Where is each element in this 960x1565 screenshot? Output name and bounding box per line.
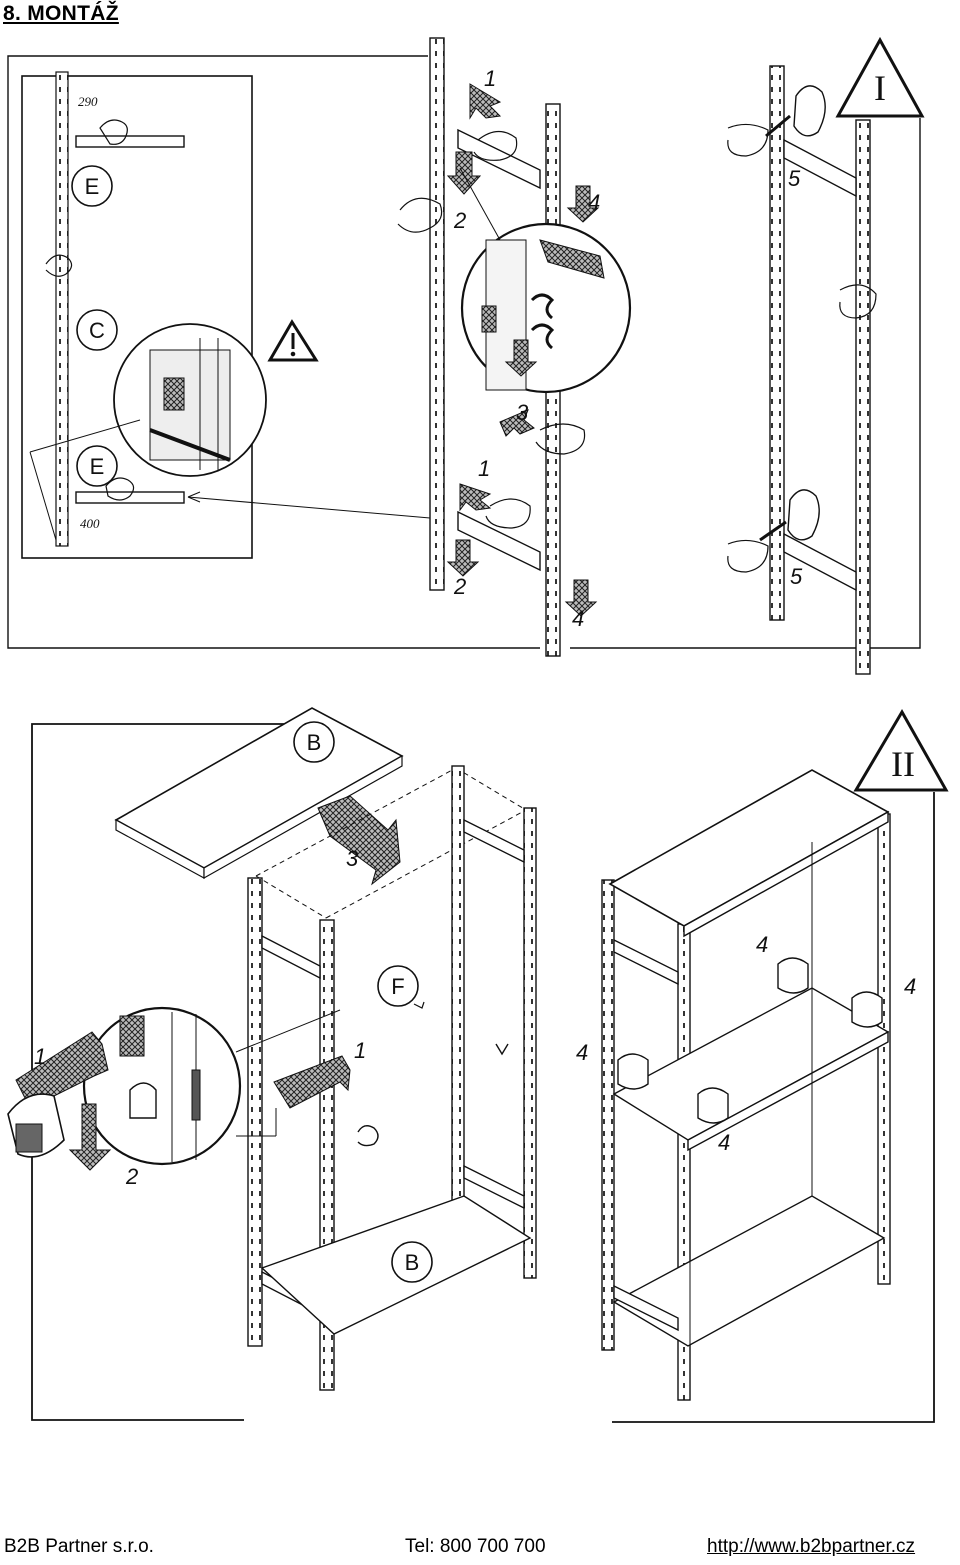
- section-heading: 8. MONTÁŽ: [3, 2, 119, 25]
- step-label: 1: [484, 66, 496, 91]
- figure-I-frame: [7, 55, 540, 649]
- part-label-e: E: [85, 174, 100, 199]
- figure-I: [7, 36, 925, 675]
- step-label: 3: [346, 846, 359, 871]
- part-label-b: B: [307, 730, 322, 755]
- part-label-f: F: [391, 974, 404, 999]
- assembly-illustration: 1 2 4 3 1 2 4 5 5 290 400 E C E I: [7, 36, 949, 1423]
- step-label: 2: [453, 208, 466, 233]
- footer-website-link[interactable]: http://www.b2bpartner.cz: [707, 1536, 916, 1557]
- part-label-e: E: [90, 454, 105, 479]
- step-label: 3: [516, 400, 529, 425]
- step-label: 5: [790, 564, 803, 589]
- dimension-label: 400: [80, 516, 100, 531]
- figure-II-badge: [853, 708, 949, 792]
- step-label: 4: [572, 606, 584, 631]
- step-label: 4: [576, 1040, 588, 1065]
- figure-I-step-labels: 1 2 4 3 1 2 4 5 5: [453, 66, 803, 631]
- shelf-bottom-finished: [612, 1195, 886, 1347]
- step-label: 1: [478, 456, 490, 481]
- step-label: 1: [34, 1044, 46, 1069]
- footer-company: B2B Partner s.r.o.: [4, 1536, 154, 1557]
- part-label-c: C: [89, 318, 105, 343]
- shelf-label-circles: [293, 721, 433, 1283]
- step-label: 4: [588, 190, 600, 215]
- step-label: 4: [718, 1130, 730, 1155]
- step-label: 2: [453, 574, 466, 599]
- part-label-b: B: [405, 1250, 420, 1275]
- detail-panel: [21, 75, 253, 559]
- dimension-label: 290: [78, 94, 98, 109]
- figure-I-badge: [835, 36, 925, 118]
- step-label: 1: [354, 1038, 366, 1063]
- figure-I-detail-labels: 290 400: [78, 94, 100, 531]
- shelf-top-finished: [608, 769, 890, 927]
- figure-II-badge-label: II: [891, 744, 915, 784]
- step-label: 5: [788, 166, 801, 191]
- step-label: 4: [904, 974, 916, 999]
- figure-II-step-labels: 3 1 1 2 4 4 4 4: [34, 846, 916, 1189]
- footer-phone: Tel: 800 700 700: [405, 1536, 546, 1557]
- zoom-detail-clip: [82, 1006, 242, 1166]
- figure-II: [7, 707, 949, 1423]
- figure-I-badge-label: I: [874, 68, 886, 108]
- step-label: 4: [756, 932, 768, 957]
- shelf-bottom-panel: [260, 1195, 532, 1335]
- step-label: 2: [125, 1164, 138, 1189]
- part-label-circles: [71, 165, 118, 487]
